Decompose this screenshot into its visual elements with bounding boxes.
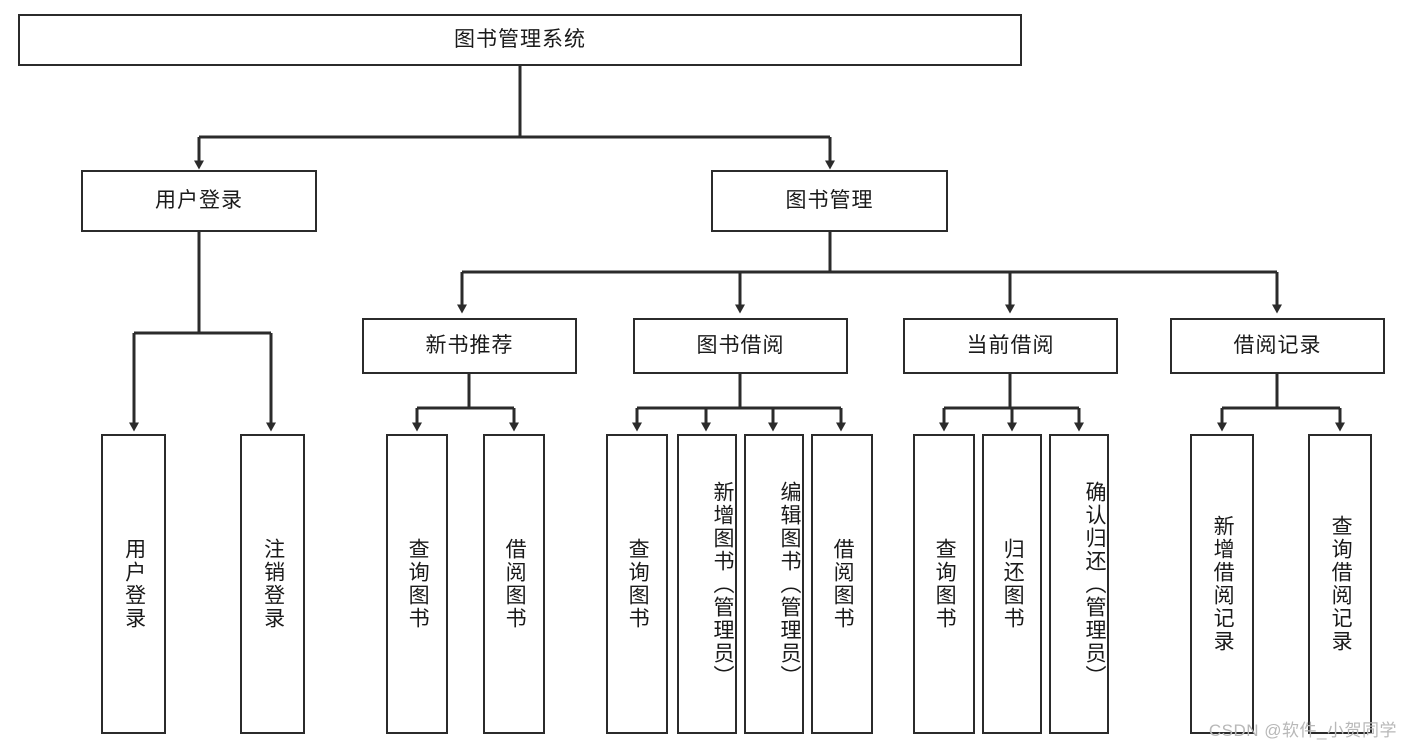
leaf-return-books[interactable]: 归还图书 bbox=[982, 434, 1042, 734]
node-borrow-records[interactable]: 借阅记录 bbox=[1170, 318, 1385, 374]
node-new-book-recommend-label: 新书推荐 bbox=[425, 334, 514, 358]
leaf-add-book-admin[interactable]: 新增图书（管理员） bbox=[677, 434, 737, 734]
node-new-book-recommend[interactable]: 新书推荐 bbox=[362, 318, 577, 374]
leaf-edit-book-admin[interactable]: 编辑图书（管理员） bbox=[744, 434, 804, 734]
csdn-watermark: CSDN @软件_小贺同学 bbox=[1208, 721, 1397, 740]
node-user-login-label: 用户登录 bbox=[155, 189, 243, 213]
node-current-borrow-label: 当前借阅 bbox=[966, 334, 1055, 358]
leaf-borrow-books-borrow-label: 借阅图书 bbox=[831, 538, 855, 630]
leaf-query-books-borrow[interactable]: 查询图书 bbox=[606, 434, 668, 734]
node-root[interactable]: 图书管理系统 bbox=[18, 14, 1022, 66]
leaf-borrow-books-recommend-label: 借阅图书 bbox=[503, 538, 527, 630]
node-book-management[interactable]: 图书管理 bbox=[711, 170, 948, 232]
node-current-borrow[interactable]: 当前借阅 bbox=[903, 318, 1118, 374]
leaf-query-books-borrow-label: 查询图书 bbox=[626, 538, 650, 630]
node-root-label: 图书管理系统 bbox=[454, 28, 586, 52]
node-book-borrow-label: 图书借阅 bbox=[696, 334, 785, 358]
leaf-logout-label: 注销登录 bbox=[261, 538, 285, 630]
leaf-add-book-admin-label: 新增图书（管理员） bbox=[711, 480, 734, 688]
leaf-query-borrow-record-label: 查询借阅记录 bbox=[1329, 515, 1353, 653]
leaf-query-borrow-record[interactable]: 查询借阅记录 bbox=[1308, 434, 1372, 734]
leaf-user-login-label: 用户登录 bbox=[122, 538, 146, 630]
leaf-confirm-return-admin-label: 确认归还（管理员） bbox=[1083, 480, 1106, 688]
leaf-borrow-books-recommend[interactable]: 借阅图书 bbox=[483, 434, 545, 734]
node-borrow-records-label: 借阅记录 bbox=[1233, 334, 1322, 358]
node-user-login[interactable]: 用户登录 bbox=[81, 170, 317, 232]
leaf-logout[interactable]: 注销登录 bbox=[240, 434, 305, 734]
leaf-confirm-return-admin[interactable]: 确认归还（管理员） bbox=[1049, 434, 1109, 734]
node-book-management-label: 图书管理 bbox=[785, 189, 874, 213]
leaf-add-borrow-record[interactable]: 新增借阅记录 bbox=[1190, 434, 1254, 734]
leaf-query-books-recommend-label: 查询图书 bbox=[406, 538, 430, 630]
leaf-query-books-current-label: 查询图书 bbox=[933, 538, 957, 630]
node-book-borrow[interactable]: 图书借阅 bbox=[633, 318, 848, 374]
leaf-query-books-current[interactable]: 查询图书 bbox=[913, 434, 975, 734]
leaf-user-login[interactable]: 用户登录 bbox=[101, 434, 166, 734]
leaf-add-borrow-record-label: 新增借阅记录 bbox=[1211, 515, 1235, 653]
leaf-edit-book-admin-label: 编辑图书（管理员） bbox=[778, 480, 801, 688]
leaf-query-books-recommend[interactable]: 查询图书 bbox=[386, 434, 448, 734]
leaf-return-books-label: 归还图书 bbox=[1001, 538, 1025, 630]
leaf-borrow-books-borrow[interactable]: 借阅图书 bbox=[811, 434, 873, 734]
